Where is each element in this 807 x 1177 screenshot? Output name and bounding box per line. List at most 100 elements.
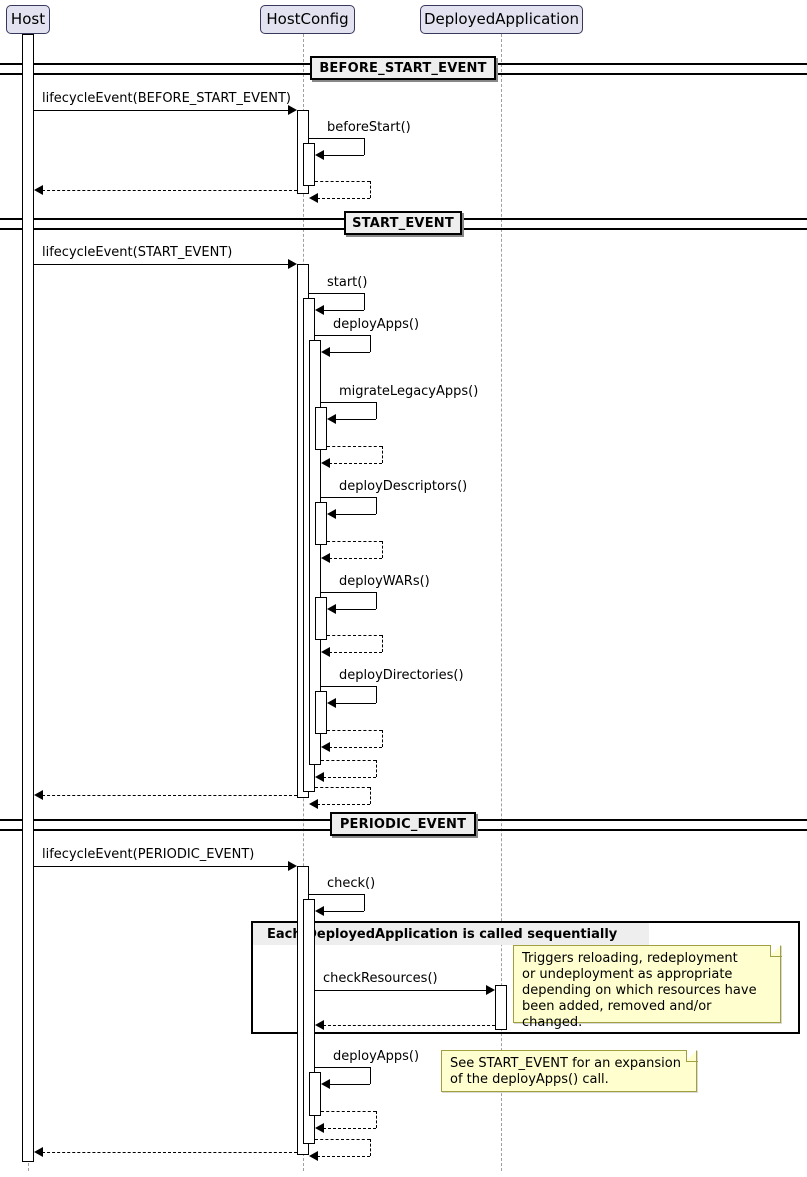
message-m24-arrowhead [315, 1123, 324, 1133]
activation-bar-host-0 [22, 34, 34, 1162]
message-deployapps-bottom [329, 352, 370, 353]
message-migratelegacyapps-bottom [335, 419, 376, 420]
message-deploywars-top [321, 592, 376, 593]
message-beforestart-bottom [323, 155, 364, 156]
message-lifecycleevent-start-event-label: lifecycleEvent(START_EVENT) [42, 245, 233, 260]
message-checkresources-label: checkResources() [323, 971, 438, 986]
message-m4-line [42, 190, 297, 191]
message-m25-arrowhead [309, 1151, 318, 1161]
activation-bar-hostconfig-12 [309, 1072, 321, 1116]
message-beforestart-arrowhead [315, 150, 324, 160]
divider-start-event: START_EVENT [344, 211, 462, 235]
message-deploydirectories-side [376, 686, 377, 703]
message-m15-arrowhead [321, 742, 330, 752]
note-fold-edge-1 [686, 1050, 698, 1062]
message-deployapps-bottom [329, 1084, 370, 1085]
message-check-bottom [323, 911, 364, 912]
divider-periodic-event: PERIODIC_EVENT [330, 812, 476, 836]
message-m15-side [382, 730, 383, 747]
message-m26-line [42, 1152, 297, 1153]
note-fold-0 [770, 945, 781, 956]
note-fold-1 [686, 1050, 697, 1061]
message-migratelegacyapps-side [376, 402, 377, 419]
message-m9-bottom [329, 463, 382, 464]
participant-host[interactable]: Host [6, 5, 50, 34]
message-migratelegacyapps-label: migrateLegacyApps() [339, 384, 479, 399]
message-deployapps-top [315, 335, 370, 336]
message-start-side [364, 293, 365, 310]
message-start-bottom [323, 310, 364, 311]
message-lifecycleevent-before-start-event-arrowhead [288, 105, 297, 115]
message-deploydescriptors-bottom [335, 514, 376, 515]
activation-bar-hostconfig-2 [303, 143, 315, 186]
divider-before-start-event: BEFORE_START_EVENT [310, 56, 496, 80]
message-m9-side [382, 446, 383, 463]
message-lifecycleevent-start-event-line [34, 264, 289, 265]
message-deploydirectories-arrowhead [327, 698, 336, 708]
message-migratelegacyapps-top [321, 402, 376, 403]
message-lifecycleevent-periodic-event-arrowhead [288, 861, 297, 871]
message-check-label: check() [327, 876, 376, 891]
message-m16-arrowhead [315, 772, 324, 782]
message-m24-top [321, 1111, 376, 1112]
message-start-top [309, 293, 364, 294]
message-m25-side [370, 1139, 371, 1156]
participant-hostconfig[interactable]: HostConfig [260, 5, 355, 34]
message-deploydescriptors-arrowhead [327, 509, 336, 519]
message-deploywars-label: deployWARs() [339, 574, 430, 589]
message-m3-top [315, 181, 370, 182]
activation-bar-hostconfig-8 [315, 597, 327, 640]
message-m16-side [376, 760, 377, 777]
note-1: See START_EVENT for an expansion of the … [441, 1050, 697, 1092]
message-m9-arrowhead [321, 458, 330, 468]
message-m16-bottom [323, 777, 376, 778]
message-beforestart-top [309, 138, 364, 139]
message-m17-bottom [317, 804, 370, 805]
message-m17-top [315, 787, 370, 788]
message-m24-bottom [323, 1128, 376, 1129]
message-m11-bottom [329, 558, 382, 559]
message-checkresources-line [315, 990, 487, 991]
activation-bar-hostconfig-6 [315, 407, 327, 450]
message-m11-top [327, 541, 382, 542]
message-m18-line [42, 795, 297, 796]
message-deploywars-side [376, 592, 377, 609]
message-m22-arrowhead [315, 1020, 324, 1030]
group-label-0: Each DeployedApplication is called seque… [253, 923, 649, 945]
message-m16-top [321, 760, 376, 761]
message-deploydirectories-bottom [335, 703, 376, 704]
message-m18-arrowhead [34, 790, 43, 800]
message-lifecycleevent-before-start-event-label: lifecycleEvent(BEFORE_START_EVENT) [42, 91, 291, 106]
participant-deployedapplication[interactable]: DeployedApplication [420, 5, 583, 34]
message-deployapps-top [315, 1067, 370, 1068]
activation-bar-deployedapplication-13 [495, 985, 507, 1030]
note-0: Triggers reloading, redeployment or unde… [513, 945, 781, 1030]
message-m13-arrowhead [321, 647, 330, 657]
message-m13-top [327, 635, 382, 636]
message-m13-bottom [329, 652, 382, 653]
message-m11-side [382, 541, 383, 558]
message-m3-arrowhead [309, 193, 318, 203]
message-m9-top [327, 446, 382, 447]
message-beforestart-side [364, 138, 365, 155]
message-m13-side [382, 635, 383, 652]
message-deploydescriptors-side [376, 497, 377, 514]
note-fold-edge-0 [770, 945, 782, 957]
message-deploywars-arrowhead [327, 604, 336, 614]
activation-bar-hostconfig-7 [315, 502, 327, 545]
message-m11-arrowhead [321, 553, 330, 563]
message-m25-top [315, 1139, 370, 1140]
message-m15-bottom [329, 747, 382, 748]
message-deploydescriptors-top [321, 497, 376, 498]
message-lifecycleevent-periodic-event-line [34, 866, 289, 867]
message-deploydescriptors-label: deployDescriptors() [339, 479, 468, 494]
group-frame-0 [251, 921, 800, 1034]
message-checkresources-arrowhead [486, 985, 495, 995]
message-check-top [309, 894, 364, 895]
message-deploydirectories-top [321, 686, 376, 687]
message-m26-arrowhead [34, 1147, 43, 1157]
activation-bar-hostconfig-9 [315, 691, 327, 734]
message-deployapps-label: deployApps() [333, 317, 420, 332]
message-m24-side [376, 1111, 377, 1128]
